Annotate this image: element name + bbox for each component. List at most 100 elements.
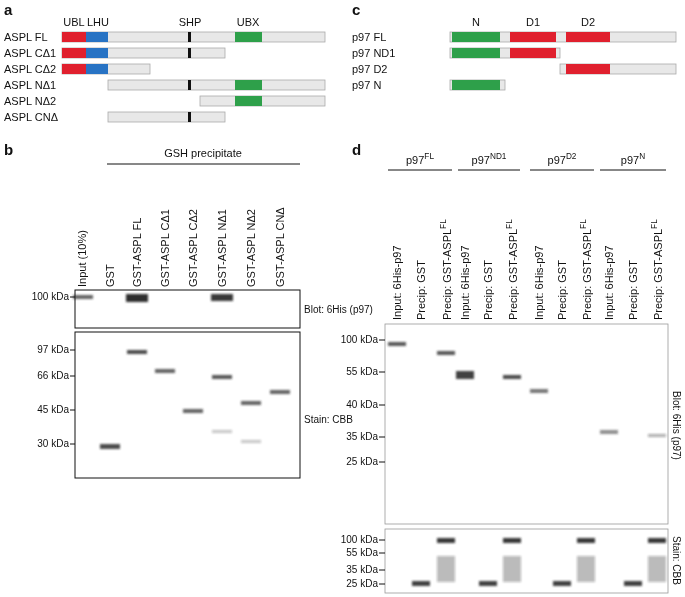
superscript: FL [579,219,588,229]
label-text: d [352,141,361,158]
band [577,538,595,543]
label-text: a [4,1,12,18]
lhu-domain [86,48,108,58]
protein-bar [108,112,225,122]
label-text: ASPL NΔ1 [4,79,56,91]
bands [73,294,290,449]
label-text: Precip: GST [482,260,494,320]
tick [70,376,75,377]
text-label: N [472,16,480,29]
gel-frame [75,332,300,478]
text-label: Precip: GST [627,260,640,320]
band [241,401,261,405]
label-text: c [352,1,360,18]
tick [379,570,385,571]
text-label: UBX [237,16,260,29]
text-label: p97 FL [352,31,386,44]
label-text: 35 kDa [346,431,378,442]
band [212,375,232,379]
text-label: 97 kDa [37,344,69,356]
label-text: ASPL CNΔ [4,111,58,123]
tick [379,405,385,406]
ubx-domain [235,32,262,42]
group-bracket [458,170,520,171]
label-text: LHU [87,16,109,28]
text-label: 35 kDa [346,564,378,576]
text-label: Input: 6His-p97 [459,245,472,320]
label-text: ASPL NΔ2 [4,95,56,107]
text-label: 100 kDa [341,534,378,546]
blot-frame [75,290,300,328]
label-text: 66 kDa [37,370,69,381]
ubx-domain [235,96,262,106]
label-text: b [4,141,13,158]
panel-d-blots [379,170,668,593]
text-label: ASPL NΔ2 [4,95,56,108]
label-text: N [472,16,480,28]
d1-domain [510,48,556,58]
label-text: 100 kDa [341,334,378,345]
protein-bar [200,96,325,106]
text-label: GST-ASPL NΔ2 [245,209,258,287]
text-label: 25 kDa [346,456,378,468]
text-label: p97 ND1 [352,47,395,60]
smear [437,556,455,582]
label-text: 97 kDa [37,344,69,355]
band [600,430,618,434]
label-text: Stain: CBB [671,536,682,585]
band [412,581,430,586]
label-text: Precip: GST-ASPL [507,229,519,320]
label-text: UBX [237,16,260,28]
text-label: 100 kDa [32,291,69,303]
text-label: c [352,1,360,18]
band [241,440,261,443]
blot-frame [385,324,668,524]
label-text: Precip: GST [556,260,568,320]
label-text: ASPL CΔ2 [4,63,56,75]
tick [379,437,385,438]
tick [70,444,75,445]
text-label: UBL [63,16,84,29]
band [624,581,642,586]
lhu-domain [86,64,108,74]
tick [379,462,385,463]
label-text: Precip: GST-ASPL [652,229,664,320]
tick [379,553,385,554]
ubl-domain [62,32,86,42]
d1-domain [510,32,556,42]
band [212,430,232,433]
text-label: Precip: GST-ASPLFL [505,219,519,320]
label-text: 25 kDa [346,578,378,589]
text-label: GST-ASPL CΔ1 [159,209,172,287]
text-label: 55 kDa [346,366,378,378]
text-label: Precip: GST-ASPLFL [650,219,664,320]
superscript: ND1 [490,152,507,161]
superscript: FL [424,152,434,161]
label-text: ASPL CΔ1 [4,47,56,59]
label-text: p97 [472,154,490,166]
group-bracket [107,164,300,165]
label-text: Precip: GST-ASPL [581,229,593,320]
label-text: D1 [526,16,540,28]
label-text: GST-ASPL CNΔ [274,207,286,287]
band [456,371,474,379]
text-label: Stain: CBB [304,414,353,426]
text-label: ASPL CΔ1 [4,47,56,60]
protein-bar [62,64,150,74]
text-label: p97ND1 [472,152,507,166]
text-label: D1 [526,16,540,29]
text-label: Stain: CBB [670,536,682,585]
smear [577,556,595,582]
label-text: p97 [621,154,639,166]
label-text: 35 kDa [346,564,378,575]
shp-motif [188,80,191,90]
tick [379,584,385,585]
band [73,295,93,299]
smear [503,556,521,582]
label-text: 30 kDa [37,438,69,449]
label-text: UBL [63,16,84,28]
panel-b-blots [70,164,300,478]
label-text: Stain: CBB [304,414,353,425]
band [126,294,148,302]
label-text: p97 [548,154,566,166]
